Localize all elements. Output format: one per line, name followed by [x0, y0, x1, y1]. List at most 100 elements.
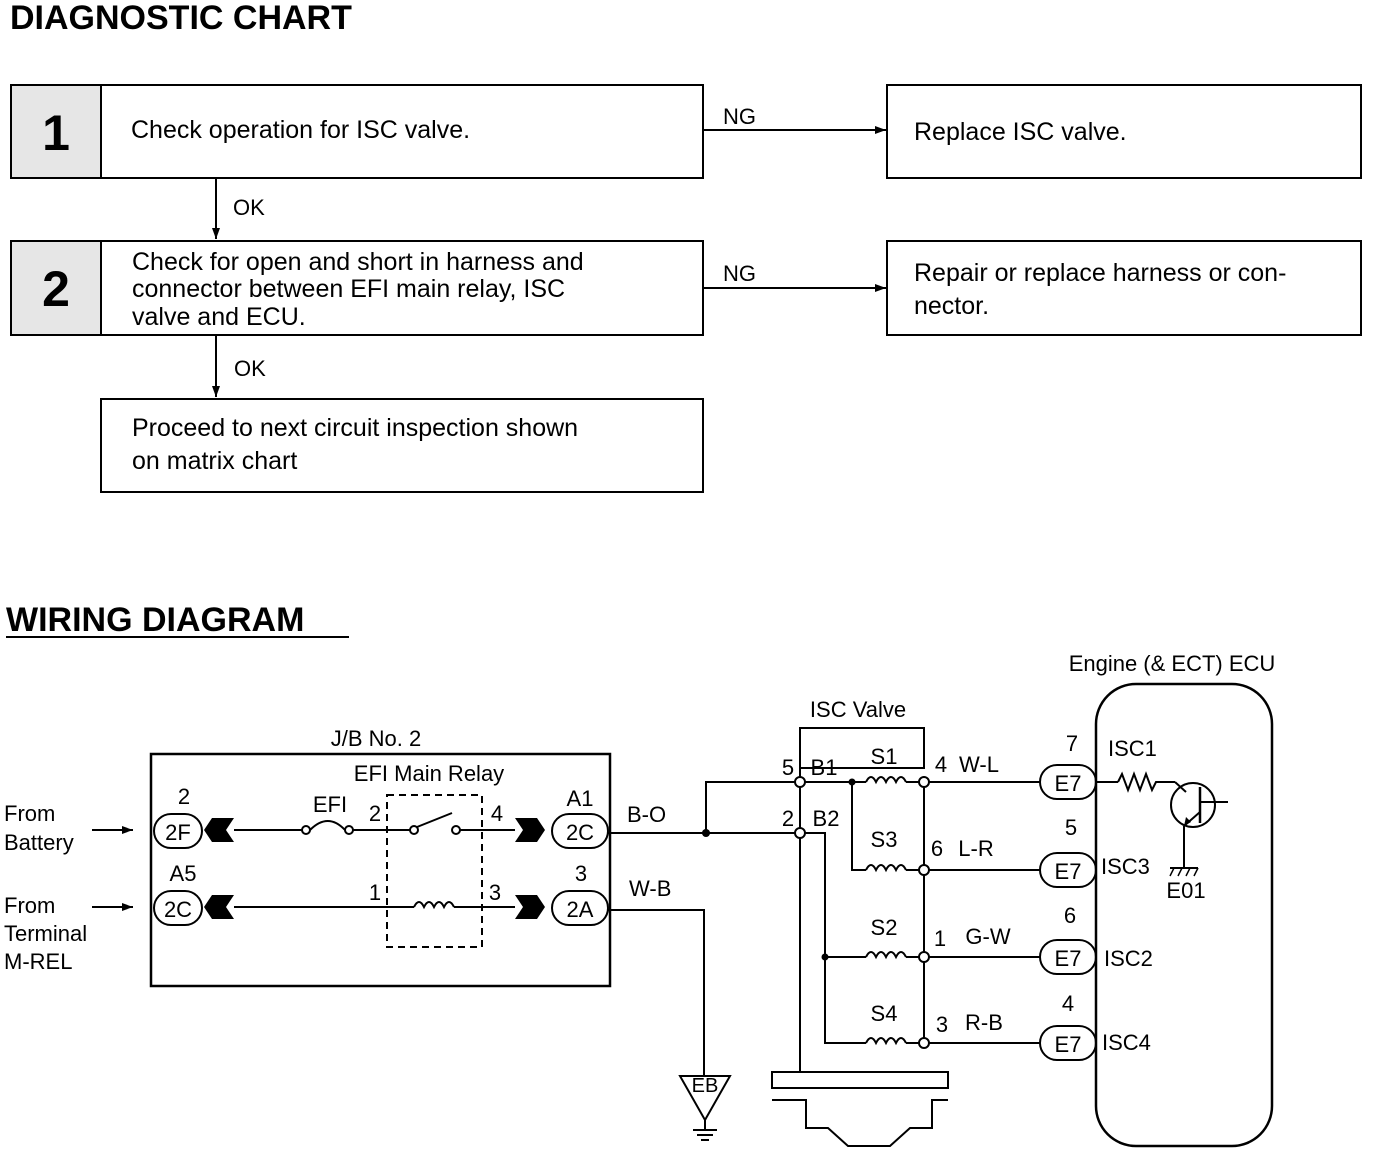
- wire-w-l: 4 W-L: [918, 752, 1040, 788]
- isc-pin-1: 1: [934, 926, 946, 951]
- coil-s3: S3: [865, 827, 920, 873]
- wiring-diagram-title: WIRING DIAGRAM: [6, 601, 304, 639]
- ground-eb: EB: [678, 1075, 732, 1141]
- isc-valve-body: [771, 1071, 949, 1089]
- ng-label-2: NG: [723, 261, 756, 286]
- step-1-number: 1: [42, 105, 70, 161]
- ng-action-2-text-line-1: Repair or replace harness or con-: [914, 259, 1286, 287]
- ecu-term-isc3: ISC3: [1101, 854, 1150, 879]
- coil-s4: S4: [865, 1001, 920, 1046]
- final-step-text-line-2: on matrix chart: [132, 447, 297, 475]
- coil-s2-label: S2: [871, 915, 898, 940]
- relay-pin-3: 3: [489, 880, 501, 905]
- ecu-pin-4: 4: [1062, 991, 1074, 1016]
- step-2-text-line-2: connector between EFI main relay, ISC: [132, 275, 565, 303]
- input-terminal-line-2: Terminal: [4, 921, 87, 946]
- efi-main-relay: [386, 794, 483, 948]
- isc-valve-plunger: [772, 1099, 948, 1147]
- wire-r-b: 3 R-B: [918, 1010, 1040, 1049]
- engine-ecu: Engine (& ECT) ECU ISC1 ISC3 ISC2 ISC4: [1069, 651, 1276, 1148]
- connector-2F-pin: 2: [178, 784, 190, 809]
- ok-label-1: OK: [233, 195, 265, 220]
- svg-text:2F: 2F: [165, 820, 191, 845]
- connector-2C-left-pin: A5: [170, 861, 197, 886]
- coil-s1-label: S1: [871, 744, 898, 769]
- isc-terminal-2-pin: 2: [782, 806, 794, 831]
- connector-2C-left: 2C A5: [153, 861, 234, 926]
- isc-pin-4: 4: [935, 752, 947, 777]
- wire-r-b-label: R-B: [965, 1010, 1003, 1035]
- efi-fuse-label: EFI: [313, 792, 347, 817]
- diagnostic-chart-title: DIAGNOSTIC CHART: [10, 0, 352, 37]
- wire-w-b: W-B EB: [608, 876, 732, 1141]
- diagnostic-chart: DIAGNOSTIC CHART 1 Check operation for I…: [10, 0, 1362, 493]
- isc-pin-3: 3: [936, 1012, 948, 1037]
- svg-text:2C: 2C: [164, 897, 192, 922]
- ground-eb-label: EB: [692, 1075, 719, 1097]
- ecu-resistor: [1117, 771, 1175, 793]
- input-terminal-line-1: From: [4, 893, 55, 918]
- wire-w-b-label: W-B: [629, 876, 671, 901]
- step-2-number: 2: [42, 261, 70, 317]
- ecu-term-isc4: ISC4: [1102, 1030, 1151, 1055]
- ng-action-1-box: Replace ISC valve.: [886, 84, 1362, 179]
- ecu-term-isc2: ISC2: [1104, 946, 1153, 971]
- step-1-box: 1 Check operation for ISC valve.: [10, 84, 704, 179]
- isc-terminal-5-pin: 5: [782, 755, 794, 780]
- connector-2C-left-terminal: [204, 895, 234, 919]
- connector-2C-right-pin: A1: [567, 786, 594, 811]
- wire-b-o-label: B-O: [627, 802, 666, 827]
- junction-block-title: J/B No. 2: [331, 726, 421, 751]
- isc-terminal-b1: B1: [811, 755, 838, 780]
- isc-valve: ISC Valve 5 B1 2 B2: [771, 697, 949, 1147]
- step-2-box: 2 Check for open and short in harness an…: [10, 240, 704, 336]
- final-step-text-line-1: Proceed to next circuit inspection shown: [132, 414, 578, 442]
- connector-2C-right: 2C A1: [515, 786, 609, 849]
- relay-pin-4: 4: [491, 801, 503, 826]
- ng-label-1: NG: [723, 104, 756, 129]
- relay-pin-2: 2: [369, 801, 381, 826]
- junction-block: J/B No. 2 EFI Main Relay 2F 2 2C A5 2C: [149, 726, 612, 988]
- coil-s4-label: S4: [871, 1001, 898, 1026]
- wire-l-r-label: L-R: [958, 836, 993, 861]
- efi-main-relay-title: EFI Main Relay: [354, 761, 504, 786]
- connector-2A-terminal: [515, 895, 545, 919]
- coil-s1: S1: [865, 744, 920, 785]
- ecu-pin-7: 7: [1066, 731, 1078, 756]
- svg-text:2A: 2A: [567, 897, 594, 922]
- ecu-ground-e01: E01: [1166, 878, 1205, 903]
- connector-2A-pin: 3: [575, 861, 587, 886]
- ok-label-2: OK: [234, 356, 266, 381]
- relay-coil: [413, 901, 455, 910]
- svg-text:E7: E7: [1055, 1032, 1082, 1057]
- step-2-text-line-3: valve and ECU.: [132, 303, 306, 331]
- ng-action-1-text: Replace ISC valve.: [914, 118, 1127, 146]
- ecu-term-isc1: ISC1: [1108, 736, 1157, 761]
- connector-2F: 2F 2: [153, 784, 234, 849]
- efi-fuse: EFI: [301, 792, 354, 835]
- relay-pin-1: 1: [369, 880, 381, 905]
- engine-ecu-box: [1094, 682, 1274, 1148]
- svg-text:2C: 2C: [566, 820, 594, 845]
- ecu-connector-e7-isc3: E7 5: [1039, 815, 1097, 888]
- isc-valve-housing: [799, 727, 925, 769]
- ecu-connector-e7-isc2: E7 6: [1039, 903, 1097, 975]
- final-step-box: Proceed to next circuit inspection shown…: [100, 398, 704, 493]
- isc-valve-title: ISC Valve: [810, 697, 906, 722]
- wire-b-o: B-O: [608, 781, 800, 837]
- input-terminal-line-3: M-REL: [4, 949, 72, 974]
- wiring-diagram: WIRING DIAGRAM From Battery From Termina…: [4, 601, 1276, 1148]
- relay-switch: [409, 812, 461, 835]
- coil-s2: S2: [865, 915, 920, 960]
- svg-text:E7: E7: [1055, 946, 1082, 971]
- step-2-text-line-1: Check for open and short in harness and: [132, 248, 584, 276]
- isc-pin-6: 6: [931, 836, 943, 861]
- engine-ecu-title: Engine (& ECT) ECU: [1069, 651, 1276, 676]
- isc-terminal-b2: B2: [813, 806, 840, 831]
- input-battery-line-1: From: [4, 801, 55, 826]
- ng-action-2-text-line-2: nector.: [914, 292, 989, 320]
- svg-text:E7: E7: [1055, 859, 1082, 884]
- ecu-pin-5: 5: [1065, 815, 1077, 840]
